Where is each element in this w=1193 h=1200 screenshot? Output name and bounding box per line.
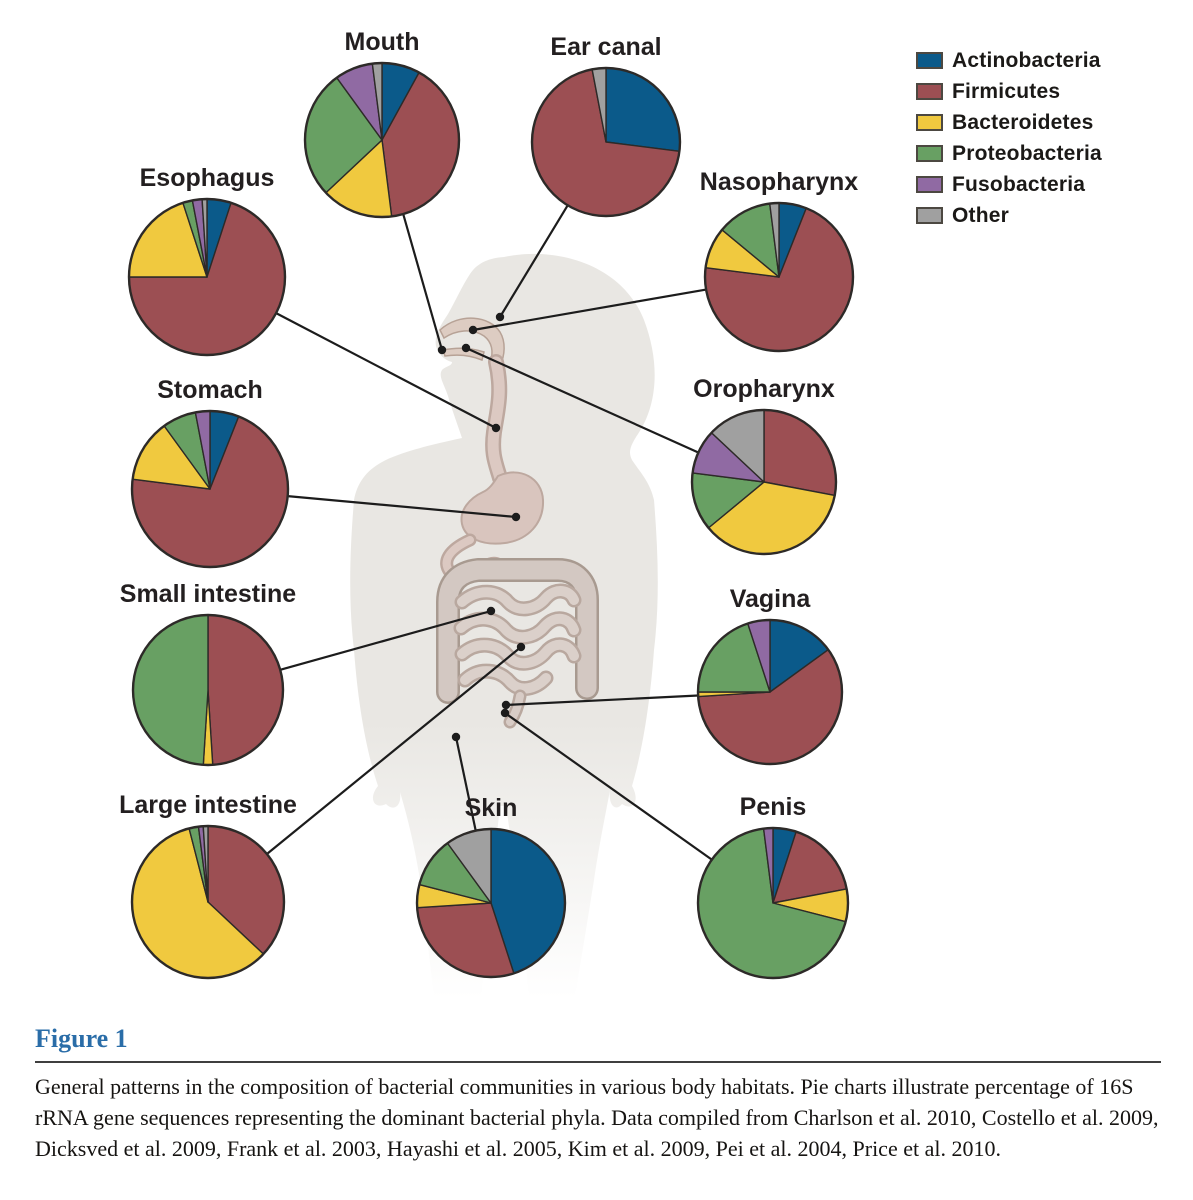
legend-label: Other xyxy=(952,203,1010,227)
legend-item-firmicutes: Firmicutes xyxy=(916,76,1102,107)
pie-chart-mouth: Mouth xyxy=(303,28,461,219)
pie-chart-stomach: Stomach xyxy=(130,376,290,569)
legend-label: Actinobacteria xyxy=(952,48,1101,72)
stomach xyxy=(460,471,545,545)
body-anchor-dot-ear-canal xyxy=(495,312,505,322)
digestive-tract-illustration xyxy=(436,317,599,729)
small-intestine-coils xyxy=(453,583,582,696)
body-anchor-dot-penis xyxy=(500,708,510,718)
connector-line-penis xyxy=(504,712,713,861)
pie-title-nasopharynx: Nasopharynx xyxy=(700,168,858,196)
connector-line-esophagus xyxy=(275,312,497,429)
pie-title-large-intestine: Large intestine xyxy=(119,791,297,819)
connector-line-skin xyxy=(454,736,477,831)
connector-line-oropharynx xyxy=(465,346,699,454)
pie-outline-esophagus xyxy=(127,197,287,357)
pie-chart-nasopharynx: Nasopharynx xyxy=(700,168,858,353)
body-anchor-dot-esophagus xyxy=(491,423,501,433)
caption-divider xyxy=(35,1061,1161,1063)
connector-line-large-intestine xyxy=(266,646,522,855)
fusobacteria-swatch-icon xyxy=(916,176,943,193)
pie-chart-oropharynx: Oropharynx xyxy=(690,375,838,556)
body-anchor-dot-mouth xyxy=(437,345,447,355)
pie-chart-esophagus: Esophagus xyxy=(127,164,287,357)
pie-outline-ear-canal xyxy=(530,66,682,218)
firmicutes-swatch-icon xyxy=(916,83,943,100)
legend: Actinobacteria Firmicutes Bacteroidetes … xyxy=(916,45,1102,231)
pie-chart-vagina: Vagina xyxy=(696,585,844,766)
large-intestine-inner xyxy=(438,560,597,702)
pie-outline-nasopharynx xyxy=(703,201,855,353)
body-anchor-dot-large-intestine xyxy=(516,642,526,652)
pie-outline-penis xyxy=(696,826,850,980)
esophagus-tube-inner xyxy=(487,356,506,484)
body-anchor-dot-vagina xyxy=(501,700,511,710)
pie-outline-small-intestine xyxy=(131,613,285,767)
body-anchor-dot-oropharynx xyxy=(461,343,471,353)
body-anchor-dot-stomach xyxy=(511,512,521,522)
pie-title-vagina: Vagina xyxy=(730,585,812,613)
legend-label: Bacteroidetes xyxy=(952,110,1094,134)
connector-line-vagina xyxy=(505,694,699,707)
other-swatch-icon xyxy=(916,207,943,224)
pie-title-esophagus: Esophagus xyxy=(140,164,275,192)
caption-block: Figure 1 General patterns in the composi… xyxy=(35,1024,1161,1164)
pie-chart-large-intestine: Large intestine xyxy=(119,791,297,980)
pie-chart-skin: Skin xyxy=(415,794,567,979)
pie-outline-oropharynx xyxy=(690,408,838,556)
pie-chart-ear-canal: Ear canal xyxy=(530,33,682,218)
pie-title-penis: Penis xyxy=(740,793,807,821)
pie-title-stomach: Stomach xyxy=(157,376,263,404)
connector-line-nasopharynx xyxy=(472,288,707,332)
pie-title-small-intestine: Small intestine xyxy=(120,580,297,608)
proteobacteria-swatch-icon xyxy=(916,145,943,162)
body-anchor-dot-nasopharynx xyxy=(468,325,478,335)
legend-label: Proteobacteria xyxy=(952,141,1102,165)
pie-slice-firmicutes xyxy=(207,614,284,766)
connector-line-small-intestine xyxy=(279,609,492,671)
body-anchor-dot-skin xyxy=(451,732,461,742)
pie-slice-firmicutes xyxy=(763,409,837,497)
pie-outline-skin xyxy=(415,827,567,979)
pie-title-oropharynx: Oropharynx xyxy=(693,375,835,403)
pie-chart-small-intestine: Small intestine xyxy=(120,580,297,767)
pie-outline-vagina xyxy=(696,618,844,766)
connector-lines xyxy=(266,204,713,861)
pie-slice-actinobacteria xyxy=(605,67,681,152)
figure-caption: General patterns in the composition of b… xyxy=(35,1074,1159,1161)
pie-title-ear-canal: Ear canal xyxy=(550,33,661,61)
pie-title-skin: Skin xyxy=(465,794,518,822)
pie-outline-large-intestine xyxy=(130,824,286,980)
legend-label: Fusobacteria xyxy=(952,172,1086,196)
legend-label: Firmicutes xyxy=(952,79,1061,103)
pie-title-mouth: Mouth xyxy=(345,28,420,56)
legend-item-other: Other xyxy=(916,200,1102,231)
pie-chart-penis: Penis xyxy=(696,793,850,980)
bacteroidetes-swatch-icon xyxy=(916,114,943,131)
connector-line-ear-canal xyxy=(499,204,569,318)
rectum-inner xyxy=(506,692,524,726)
legend-item-actinobacteria: Actinobacteria xyxy=(916,45,1102,76)
pie-outline-stomach xyxy=(130,409,290,569)
legend-item-proteobacteria: Proteobacteria xyxy=(916,138,1102,169)
connector-line-stomach xyxy=(287,495,517,519)
pie-outline-mouth xyxy=(303,61,461,219)
legend-item-bacteroidetes: Bacteroidetes xyxy=(916,107,1102,138)
actinobacteria-swatch-icon xyxy=(916,52,943,69)
connector-line-mouth xyxy=(402,213,444,351)
figure-label: Figure 1 xyxy=(35,1024,128,1053)
pie-slice-proteobacteria xyxy=(132,614,209,766)
legend-item-fusobacteria: Fusobacteria xyxy=(916,169,1102,200)
body-anchor-dot-small-intestine xyxy=(486,606,496,616)
